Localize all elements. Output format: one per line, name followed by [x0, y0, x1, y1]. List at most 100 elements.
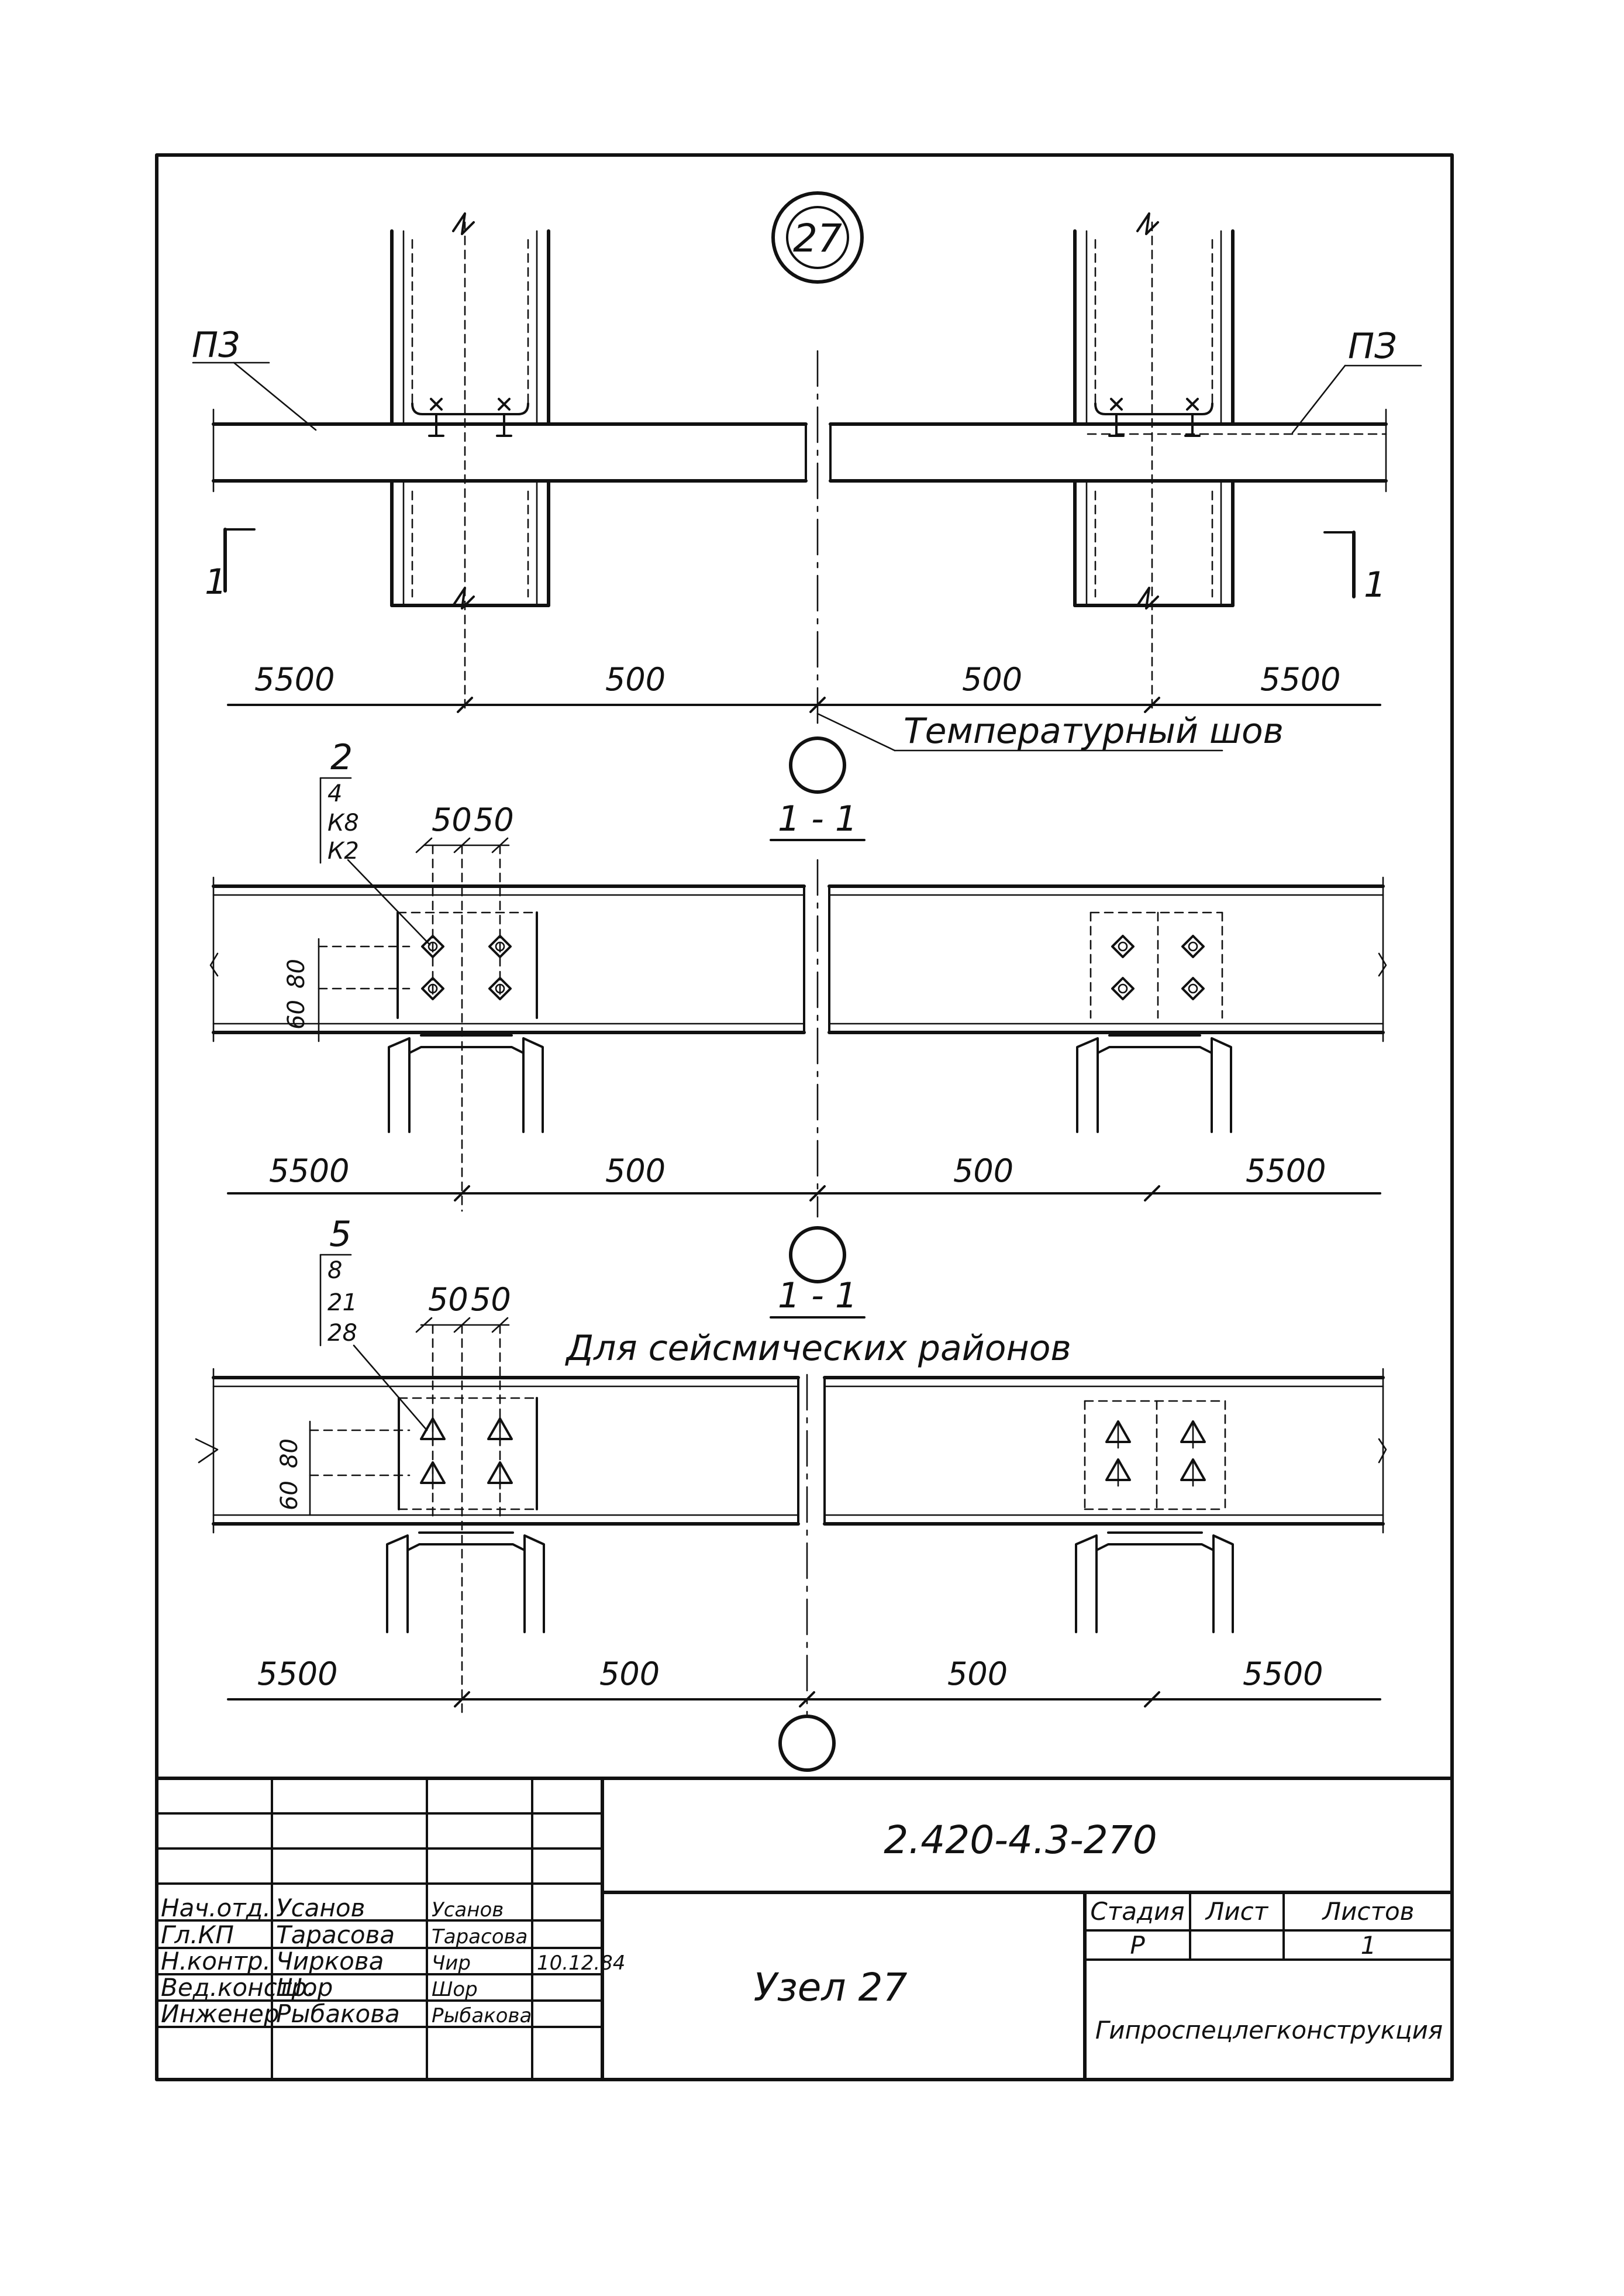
section1-bolt-spacing: 50 50	[415, 801, 514, 1212]
section2-spacing-1: 50	[428, 1281, 468, 1318]
section1-bolt-3	[421, 977, 444, 1000]
section2-subtitle: Для сейсмических районов	[564, 1328, 1071, 1369]
section2-dim-4: 5500	[1243, 1655, 1323, 1692]
section1-bolt-7	[1111, 977, 1135, 1000]
section1-dim-4: 5500	[1246, 1152, 1326, 1189]
section2-dimension-line: 5500 500 500 5500	[227, 1655, 1381, 1708]
sheet-frame	[155, 153, 1454, 2081]
section2-bolt-4	[487, 1461, 513, 1490]
mark-right: ПЗ	[1291, 326, 1422, 434]
section1-bolt-8	[1181, 977, 1205, 1000]
section1-bolt-2	[488, 935, 512, 958]
section-cut-left: 1	[205, 528, 256, 603]
sign-signature-5: Рыбакова	[432, 2004, 532, 2027]
node-marker-number: 27	[793, 216, 842, 261]
stage-value: Р	[1130, 1931, 1145, 1960]
sign-name-3: Чиркова	[276, 1947, 384, 1975]
plan-bolt-right-2	[1184, 398, 1201, 437]
plan-dim-3: 500	[962, 661, 1022, 698]
section1-bolt-6	[1181, 935, 1205, 958]
section-1: 1 - 1 2 4 К8 К2 50 50	[209, 737, 1387, 1283]
section2-support-left	[386, 1531, 545, 1633]
plan-dimension-line: 5500 500 500 5500	[227, 661, 1381, 713]
sheets-header: Листов	[1322, 1897, 1415, 1926]
section1-vdim-2: 60	[283, 1000, 310, 1030]
title-block: 2.420-4.3-270 Узел 27 Гипроспецлегконстр…	[155, 1777, 1454, 2081]
section-cut-right: 1	[1323, 531, 1386, 605]
sign-name-5: Рыбакова	[276, 1999, 400, 2028]
section-cut-left-label: 1	[205, 562, 227, 603]
section2-spacing-2: 50	[471, 1281, 511, 1318]
node-marker: 27	[771, 191, 864, 284]
sign-role-5: Инженер	[161, 1999, 280, 2028]
section1-spacing-2: 50	[474, 801, 514, 838]
drawing-title: Узел 27	[753, 1965, 907, 2010]
section2-bolt-6	[1180, 1420, 1206, 1449]
section1-bolt-1	[421, 935, 444, 958]
plan-column-right	[1073, 212, 1235, 709]
section1-spacing-1: 50	[432, 801, 472, 838]
section2-vdim-1: 80	[276, 1438, 303, 1468]
section2-bolt-8	[1180, 1458, 1206, 1487]
section2-beam-left	[195, 1368, 800, 1534]
plan-column-left	[390, 212, 550, 709]
section1-callout-number: 2	[330, 737, 353, 778]
section2-callout-1: 8	[327, 1257, 342, 1284]
section2-plate-right	[1084, 1400, 1226, 1510]
sign-role-1: Нач.отд.	[161, 1894, 271, 1922]
sheet-header: Лист	[1205, 1897, 1269, 1926]
section1-support-right	[1076, 1034, 1232, 1133]
section2-callout-number: 5	[329, 1214, 351, 1255]
plan-bolt-left-2	[496, 398, 512, 437]
mark-left-label: П3	[192, 325, 240, 366]
section1-dimension-line: 5500 500 500 5500	[227, 1152, 1381, 1202]
section2-title: 1 - 1	[778, 1275, 857, 1316]
section-2: 1 - 1 Для сейсмических районов 5 8 21 28…	[195, 1214, 1387, 1772]
section1-title: 1 - 1	[778, 798, 857, 839]
section2-callout: 5 8 21 28	[319, 1214, 428, 1431]
sign-date: 10.12.84	[537, 1951, 625, 1975]
plan-bolt-right-1	[1108, 398, 1125, 437]
section1-beam-right	[827, 876, 1387, 1042]
section2-beam-right	[823, 1368, 1387, 1534]
mark-right-label: ПЗ	[1348, 326, 1397, 367]
section2-bolt-2	[487, 1417, 513, 1446]
section1-dim-1: 5500	[269, 1152, 349, 1189]
temperature-joint-label: Температурный шов	[904, 711, 1284, 752]
section1-bolt-5	[1111, 935, 1135, 958]
plan-beam-right	[829, 408, 1388, 493]
sign-name-2: Тарасова	[276, 1920, 395, 1949]
plan-dim-1: 5500	[254, 661, 335, 698]
sheets-value: 1	[1361, 1931, 1377, 1960]
plan-bolt-left-1	[428, 398, 444, 437]
section1-vdim-1: 80	[283, 959, 310, 989]
section2-bolt-1	[420, 1417, 446, 1446]
mark-left: П3	[192, 325, 317, 431]
section2-dim-1: 5500	[257, 1655, 337, 1692]
section2-bolt-spacing: 50 50	[415, 1281, 511, 1715]
plan-view: П3 ПЗ 1 1 5500 500 500 5500	[192, 212, 1422, 794]
section-cut-right-label: 1	[1364, 564, 1386, 605]
sign-role-2: Гл.КП	[161, 1920, 234, 1949]
sign-signature-3: Чир	[432, 1951, 471, 1975]
section2-bolt-3	[420, 1461, 446, 1490]
sign-role-4: Вед.констр.	[161, 1973, 315, 2002]
section2-dim-2: 500	[599, 1655, 660, 1692]
sign-role-3: Н.контр.	[161, 1947, 271, 1975]
sign-signature-1: Усанов	[432, 1898, 504, 1922]
plan-dim-4: 5500	[1260, 661, 1340, 698]
sign-name-4: Шор	[276, 1973, 333, 2002]
section2-callout-2: 21	[327, 1289, 357, 1316]
section1-dim-3: 500	[953, 1152, 1013, 1189]
section2-support-right	[1075, 1531, 1234, 1633]
section2-bolt-7	[1105, 1458, 1131, 1487]
section1-axis-marker	[789, 1226, 846, 1283]
plan-dim-2: 500	[605, 661, 666, 698]
section2-axis-marker	[778, 1715, 836, 1772]
section1-vertical-dims: 80 60	[283, 938, 411, 1042]
stage-header: Стадия	[1090, 1897, 1184, 1926]
section1-support-left	[388, 1034, 544, 1133]
section1-dim-2: 500	[605, 1152, 666, 1189]
section1-beam-left	[209, 876, 806, 1042]
